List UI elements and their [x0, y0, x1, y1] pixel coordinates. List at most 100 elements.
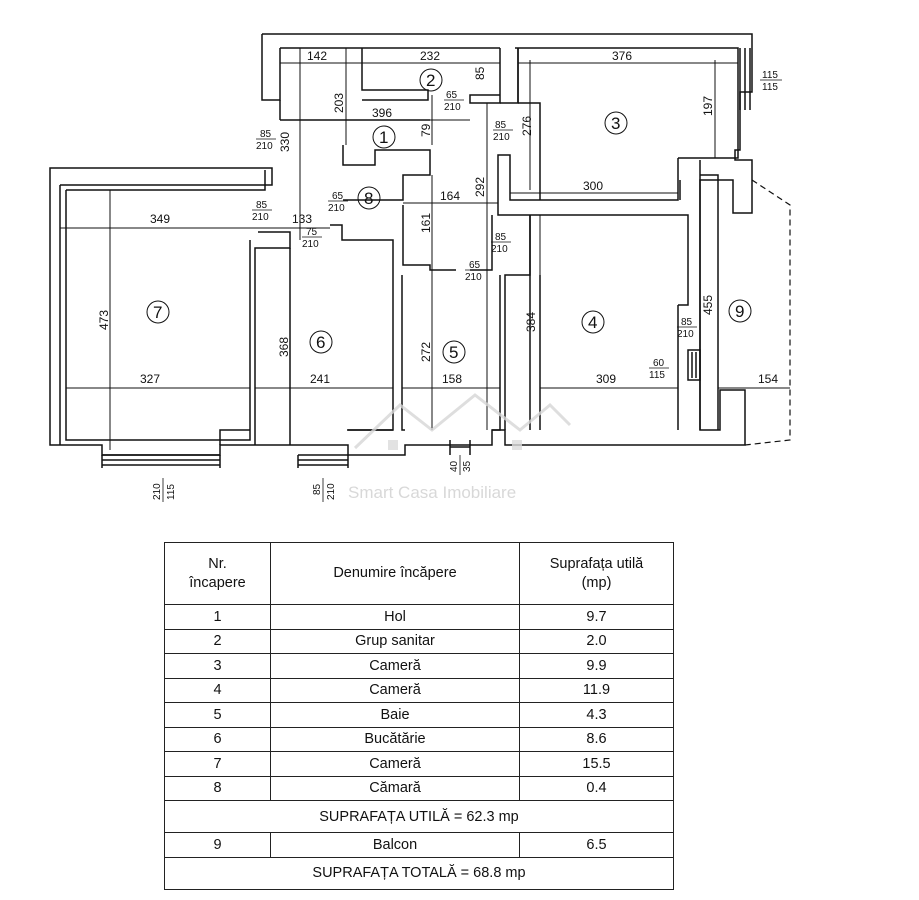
- cell-nr: 3: [164, 653, 271, 679]
- cell-nr: 8: [164, 775, 271, 801]
- dim-label: 384: [524, 312, 538, 332]
- svg-text:115: 115: [166, 484, 177, 500]
- cell-nr: 7: [164, 751, 271, 777]
- room-marker: [309, 330, 333, 354]
- dim-label: 292: [473, 177, 487, 197]
- cell-nr: 2: [164, 628, 271, 654]
- svg-text:65: 65: [469, 260, 481, 271]
- cell-name: Cameră: [270, 653, 520, 679]
- room-number: 2: [426, 71, 435, 90]
- dim-label: 161: [419, 213, 433, 233]
- room-marker: [357, 186, 381, 210]
- cell-area: 0.4: [519, 775, 674, 801]
- svg-text:85: 85: [312, 483, 323, 495]
- dim-label: 276: [520, 116, 534, 136]
- svg-text:85: 85: [495, 120, 507, 131]
- svg-text:60: 60: [653, 358, 665, 369]
- cell-area: 9.9: [519, 653, 674, 679]
- svg-text:210: 210: [328, 203, 345, 214]
- watermark-text: Smart Casa Imobiliare: [348, 483, 516, 502]
- room-numbers: 1 2 3 4 5 6 7 8 9: [153, 71, 744, 362]
- balcony-outline: [744, 179, 791, 446]
- header-nr: Nr.încapere: [164, 542, 271, 605]
- svg-text:85: 85: [256, 200, 268, 211]
- svg-text:210: 210: [465, 272, 482, 283]
- room-marker: [604, 111, 628, 135]
- cell-area: 15.5: [519, 751, 674, 777]
- room-marker: [146, 300, 170, 324]
- room-number: 1: [379, 128, 388, 147]
- svg-text:65: 65: [332, 191, 344, 202]
- cell-name: Balcon: [270, 832, 520, 858]
- dim-label: 455: [701, 295, 715, 315]
- room-number: 4: [588, 313, 597, 332]
- cell-area: 11.9: [519, 677, 674, 703]
- svg-text:210: 210: [677, 329, 694, 340]
- room-number: 8: [364, 189, 373, 208]
- room-number: 3: [611, 114, 620, 133]
- room-number: 6: [316, 333, 325, 352]
- svg-text:115: 115: [649, 370, 665, 381]
- svg-text:85: 85: [681, 317, 693, 328]
- cell-nr: 4: [164, 677, 271, 703]
- svg-text:210: 210: [491, 244, 508, 255]
- dim-label: 368: [277, 337, 291, 357]
- dim-label: 349: [150, 212, 170, 226]
- room-marker: [372, 125, 396, 149]
- dim-label: 327: [140, 372, 160, 386]
- dim-label: 396: [372, 106, 392, 120]
- dim-label: 376: [612, 49, 632, 63]
- cell-nr: 1: [164, 604, 271, 630]
- dim-label: 85: [473, 66, 487, 80]
- cell-area: 6.5: [519, 832, 674, 858]
- walls: [49, 33, 753, 468]
- room-marker: [419, 68, 443, 92]
- svg-text:115: 115: [762, 82, 778, 93]
- svg-text:210: 210: [326, 483, 337, 500]
- dim-label: 158: [442, 372, 462, 386]
- dim-label: 142: [307, 49, 327, 63]
- floor-plan: 142 232 376 85 203 396 79 330 276 197 30…: [49, 33, 791, 502]
- cell-area: 9.7: [519, 604, 674, 630]
- cell-name: Baie: [270, 702, 520, 728]
- dim-label: 473: [97, 310, 111, 330]
- room-marker: [581, 310, 605, 334]
- dim-label: 300: [583, 179, 603, 193]
- cell-name: Hol: [270, 604, 520, 630]
- cell-area: 4.3: [519, 702, 674, 728]
- dimension-labels: 142 232 376 85 203 396 79 330 276 197 30…: [97, 49, 778, 386]
- cell-area: 8.6: [519, 726, 674, 752]
- dim-label: 272: [419, 342, 433, 362]
- cell-nr: 9: [164, 832, 271, 858]
- dim-label: 330: [278, 132, 292, 152]
- dim-label: 164: [440, 189, 460, 203]
- dim-label: 197: [701, 96, 715, 116]
- grand-total: SUPRAFAȚA TOTALĂ = 68.8 mp: [164, 856, 674, 890]
- cell-name: Cameră: [270, 751, 520, 777]
- header-nr-text: Nr.încapere: [189, 555, 246, 591]
- dim-label: 133: [292, 212, 312, 226]
- room-number: 5: [449, 343, 458, 362]
- cell-name: Cameră: [270, 677, 520, 703]
- header-name: Denumire încăpere: [270, 542, 520, 605]
- house-logo-icon: [353, 393, 572, 450]
- cell-area: 2.0: [519, 628, 674, 654]
- svg-text:65: 65: [446, 90, 458, 101]
- room-area-table: Nr.încapere Denumire încăpere Suprafața …: [164, 542, 674, 890]
- room-marker: [442, 340, 466, 364]
- dim-label: 203: [332, 93, 346, 113]
- dim-label: 241: [310, 372, 330, 386]
